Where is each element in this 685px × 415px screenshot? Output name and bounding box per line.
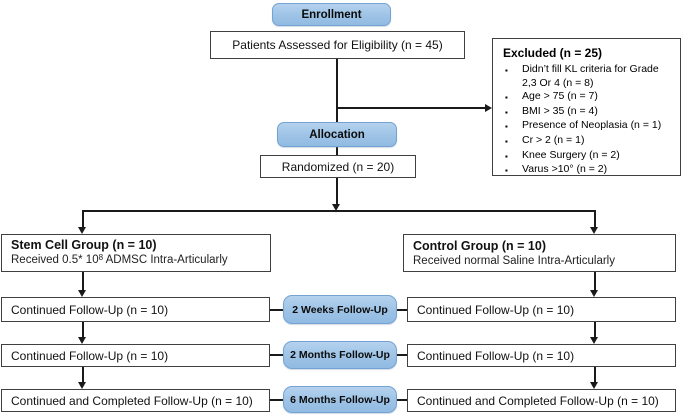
bullet-icon: ▪ [505,151,508,161]
followup1-left-box: Continued Follow-Up (n = 10) [1,297,270,322]
arrowhead-down-icon [78,382,86,389]
arrowhead-down-icon [590,382,598,389]
control-group-box: Control Group (n = 10) Received normal S… [403,234,676,272]
excluded-title: Excluded (n = 25) [503,46,603,60]
bullet-icon: ▪ [505,136,508,146]
followup3-pill: 6 Months Follow-Up [283,386,397,413]
followup2-pill: 2 Months Follow-Up [283,341,397,369]
stub-fu3-left [270,399,283,401]
stub-fu1-left [270,309,283,311]
excluded-item: ▪ Didn’t fill KL criteria for Grade 2,3 … [505,63,659,89]
bullet-icon: ▪ [505,166,508,176]
arrowhead-down-icon [590,290,598,297]
branch-drop-left [82,210,84,228]
followup2-right-box: Continued Follow-Up (n = 10) [407,344,676,367]
control-group-title: Control Group (n = 10) [413,238,546,253]
excluded-item: ▪ Presence of Neoplasia (n = 1) [503,119,675,134]
connector-eligibility-to-allocation [336,59,338,122]
followup1-right-box: Continued Follow-Up (n = 10) [407,297,676,322]
connector-right-fu2-to-fu3 [594,367,596,383]
control-group-subtitle: Received normal Saline Intra-Articularly [413,254,615,267]
followup3-left-box: Continued and Completed Follow-Up (n = 1… [1,389,270,412]
connector-left-fu2-to-fu3 [82,367,84,383]
branch-drop-right [594,210,596,228]
stub-fu3-right [397,399,407,401]
arrowhead-down-icon [332,204,340,211]
arrowhead-down-icon [590,337,598,344]
arrowhead-right-icon [485,104,492,112]
connector-left-fu1-to-fu2 [82,322,84,338]
excluded-box: Excluded (n = 25) ▪ Didn’t fill KL crite… [492,38,681,176]
bullet-icon: ▪ [505,66,508,75]
arrowhead-down-icon [78,227,86,234]
connector-randomized-to-branch [336,178,338,205]
stem-cell-group-title: Stem Cell Group (n = 10) [11,238,157,252]
followup2-left-box: Continued Follow-Up (n = 10) [1,344,270,367]
excluded-item: ▪ Cr > 2 (n = 1) [503,134,675,149]
connector-right-group-to-fu1 [594,272,596,291]
excluded-item: ▪ Varus >10° (n = 2) [503,163,675,178]
connector-left-group-to-fu1 [82,272,84,291]
stub-fu2-left [270,354,283,356]
connector-right-fu1-to-fu2 [594,322,596,338]
stem-cell-group-subtitle: Received 0.5* 108 ADMSC Intra-Articularl… [11,252,228,267]
connector-to-excluded [337,107,485,109]
arrowhead-down-icon [590,227,598,234]
stub-fu2-right [397,354,407,356]
stage-pill-allocation: Allocation [277,122,397,147]
stub-fu1-right [397,309,407,311]
arrowhead-down-icon [78,290,86,297]
connector-allocation-to-randomized [336,147,338,156]
branch-line [82,210,596,212]
stem-cell-group-box: Stem Cell Group (n = 10) Received 0.5* 1… [1,234,271,272]
superscript: 8 [98,252,104,262]
followup1-pill: 2 Weeks Follow-Up [283,295,397,324]
excluded-item: ▪ Age > 75 (n = 7) [503,90,675,105]
eligibility-box: Patients Assessed for Eligibility (n = 4… [210,31,465,59]
stage-pill-enrollment: Enrollment [272,3,391,26]
excluded-item: ▪ Knee Surgery (n = 2) [503,149,675,164]
randomized-box: Randomized (n = 20) [260,155,416,178]
bullet-icon: ▪ [505,122,508,132]
bullet-icon: ▪ [505,107,508,117]
followup3-right-box: Continued and Completed Follow-Up (n = 1… [407,389,676,412]
arrowhead-down-icon [78,337,86,344]
excluded-item: ▪ BMI > 35 (n = 4) [503,105,675,120]
bullet-icon: ▪ [505,93,508,103]
